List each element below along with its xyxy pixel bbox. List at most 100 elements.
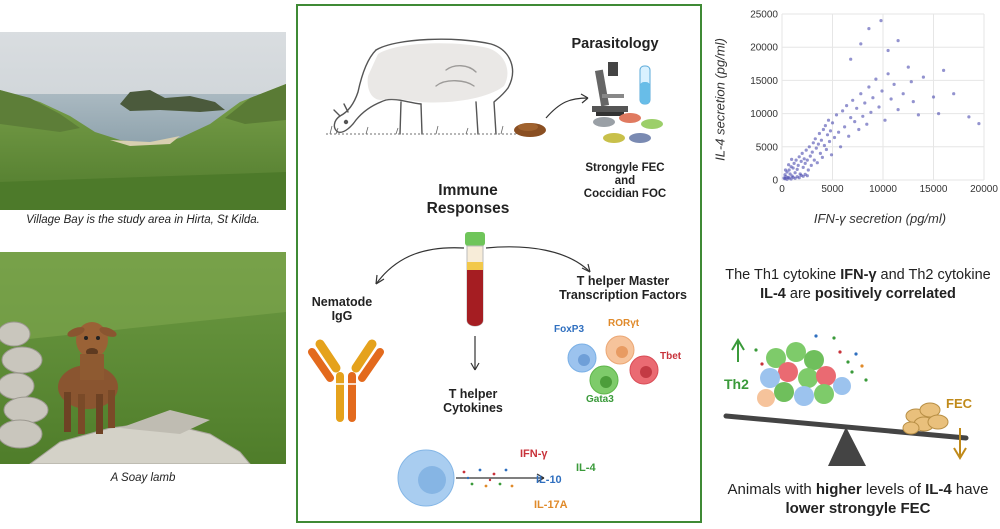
data-point <box>802 157 806 161</box>
y-tick-label: 0 <box>772 176 778 187</box>
immune-responses-title: Immune Responses <box>408 182 528 218</box>
y-tick-label: 5000 <box>756 142 779 153</box>
bottom-higher: higher <box>815 481 862 498</box>
data-point <box>813 137 817 141</box>
y-axis-title: IL-4 secretion (pg/ml) <box>712 38 728 161</box>
data-point <box>896 39 900 43</box>
data-point <box>837 130 841 134</box>
data-point <box>967 115 971 119</box>
data-point <box>783 168 788 172</box>
data-point <box>874 77 878 81</box>
data-point <box>825 133 830 137</box>
data-point <box>916 113 920 117</box>
data-point <box>867 27 871 31</box>
data-point <box>859 92 863 96</box>
data-point <box>921 75 925 79</box>
data-point <box>817 131 821 136</box>
bottom-part-3: have <box>951 481 989 498</box>
data-point <box>787 168 791 172</box>
fec-conclusion-statement: Animals with higher levels of IL-4 have … <box>716 480 1000 518</box>
data-point <box>830 121 835 125</box>
corr-ifng: IFN-γ <box>840 267 877 283</box>
data-point <box>812 158 816 162</box>
data-point <box>911 100 915 104</box>
data-point <box>861 114 865 118</box>
seesaw-illustration <box>723 334 969 466</box>
data-point <box>823 124 827 128</box>
data-point <box>790 157 794 161</box>
x-tick-label: 15000 <box>920 184 948 195</box>
antibody-icon <box>308 339 384 422</box>
data-point <box>849 57 853 61</box>
data-point <box>794 158 798 162</box>
data-point <box>821 127 825 132</box>
data-point <box>806 168 810 172</box>
th-cytokines-label: T helper Cytokines <box>428 387 518 416</box>
data-point <box>857 127 861 132</box>
x-tick-label: 20000 <box>970 184 998 195</box>
x-tick-label: 5000 <box>821 184 844 195</box>
y-tick-label: 20000 <box>750 43 778 54</box>
data-point <box>871 96 875 100</box>
foxp3-label: FoxP3 <box>554 324 585 335</box>
parasitology-title: Parasitology <box>571 36 659 52</box>
grazing-sheep-sketch <box>326 38 526 135</box>
tbet-label: Tbet <box>660 351 682 362</box>
strongyle-egg-cluster <box>902 402 949 435</box>
data-point <box>869 110 873 114</box>
village-bay-landscape <box>0 32 286 210</box>
il4-label: IL-4 <box>576 462 596 474</box>
corr-part-1: The Th1 cytokine <box>725 267 841 283</box>
data-point <box>931 95 936 99</box>
il17a-label: IL-17A <box>534 499 568 511</box>
data-point <box>809 163 813 167</box>
data-point <box>832 135 837 140</box>
data-point <box>859 42 863 46</box>
data-point <box>865 122 869 126</box>
data-point <box>977 122 981 126</box>
village-bay-photo <box>0 32 286 210</box>
y-tick-label: 25000 <box>750 10 778 21</box>
data-point <box>816 142 820 146</box>
data-point <box>886 72 890 76</box>
data-point <box>801 165 805 169</box>
data-point <box>896 108 900 112</box>
data-point <box>819 138 823 142</box>
corr-part-3: are <box>785 285 815 302</box>
data-point <box>839 145 843 149</box>
data-point <box>863 101 867 105</box>
data-point <box>797 155 801 159</box>
bottom-lower-fec: lower strongyle FEC <box>785 500 931 518</box>
data-point <box>867 85 871 89</box>
data-point <box>901 92 905 96</box>
data-point <box>851 98 855 102</box>
data-point <box>800 151 804 155</box>
il10-label: IL-10 <box>536 474 562 486</box>
data-point <box>787 163 791 167</box>
data-point <box>879 19 883 23</box>
soay-lamb-photo <box>0 252 286 464</box>
data-point <box>937 112 941 116</box>
data-point <box>824 147 828 152</box>
data-point <box>811 141 815 145</box>
y-tick-label: 15000 <box>750 76 778 87</box>
x-axis-title: IFN-γ secretion (pg/ml) <box>813 211 947 226</box>
faecal-sample-icon <box>514 93 589 137</box>
data-point <box>834 113 839 117</box>
soay-lamb-caption: A Soay lamb <box>110 472 176 484</box>
data-point <box>788 172 792 176</box>
igg-line-2: IgG <box>331 309 353 324</box>
data-point <box>845 104 849 108</box>
fec-label: FEC <box>946 396 972 411</box>
cyto-line-1: T helper <box>448 387 498 401</box>
corr-part-2: and Th2 cytokine <box>876 267 991 283</box>
data-point <box>799 159 803 163</box>
corr-positive: positively correlated <box>814 285 956 302</box>
data-point <box>805 158 809 162</box>
data-point <box>909 80 913 84</box>
data-point <box>797 176 801 180</box>
data-point <box>847 134 851 138</box>
data-point <box>791 166 795 170</box>
data-point <box>849 116 853 120</box>
